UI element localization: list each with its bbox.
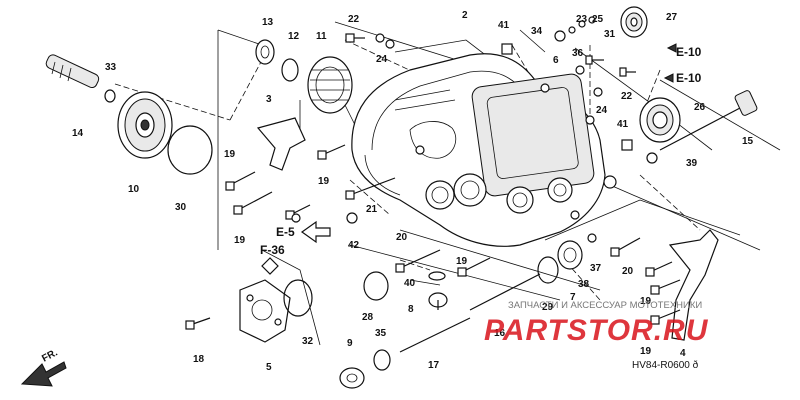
- part-label-27: 27: [666, 12, 678, 23]
- pulley-part-10: [117, 91, 173, 159]
- ref-label-f36: F-36: [260, 243, 285, 257]
- part-label-29: 29: [542, 302, 554, 313]
- front-direction-label: FR.: [40, 347, 60, 364]
- dipstick-part-15: [659, 90, 758, 151]
- part-label-7: 7: [570, 292, 576, 303]
- o-ring-part-32: [283, 279, 313, 317]
- part-labels: 2 3 4 5 6 7 8 9 10 11 12 13 14 15 16 17 …: [72, 10, 754, 373]
- ring-part-33: [104, 89, 116, 103]
- part-label-8: 8: [408, 304, 414, 315]
- plug-part-9: [339, 367, 365, 389]
- part-label-31: 31: [604, 29, 616, 40]
- part-label-41a: 41: [498, 20, 510, 31]
- part-label-19a: 19: [224, 149, 236, 160]
- part-label-36: 36: [572, 48, 584, 59]
- part-label-14: 14: [72, 128, 84, 139]
- bracket-part-3: [256, 117, 306, 171]
- bolt-part-16: [469, 273, 541, 311]
- part-label-26: 26: [694, 102, 706, 113]
- part-label-13: 13: [262, 17, 274, 28]
- shaft-part-14: [45, 54, 100, 89]
- part-label-38: 38: [578, 279, 590, 290]
- part-label-17: 17: [428, 360, 440, 371]
- part-label-2: 2: [462, 10, 468, 21]
- ref-label-e10-2: E-10: [676, 71, 702, 85]
- part-label-16: 16: [494, 328, 506, 339]
- ring-part-12: [281, 58, 299, 82]
- filter-part-11: [307, 56, 353, 114]
- ring-part-29: [537, 256, 559, 284]
- f36-marker: [261, 257, 279, 275]
- part-label-33: 33: [105, 62, 117, 73]
- e5-arrow-icon: [300, 220, 331, 244]
- bolt-group: [185, 33, 681, 330]
- watermark-logo: PARTSTOR.RU: [484, 314, 709, 347]
- part-label-11: 11: [316, 31, 327, 42]
- part-label-12: 12: [288, 31, 300, 42]
- part-label-35: 35: [375, 328, 387, 339]
- part-label-9: 9: [347, 338, 353, 349]
- washer-group: [291, 16, 658, 281]
- seal-part-28: [363, 271, 389, 301]
- bolt-part-8: [428, 292, 448, 310]
- part-label-30: 30: [175, 202, 187, 213]
- part-label-24b: 24: [596, 105, 608, 116]
- pump-part-5: [239, 279, 291, 343]
- part-label-18: 18: [193, 354, 205, 365]
- ring-part-35: [373, 349, 391, 371]
- part-label-22a: 22: [348, 14, 360, 25]
- bearing-part-26: [639, 97, 681, 143]
- part-label-41b: 41: [617, 119, 629, 130]
- part-label-24a: 24: [376, 54, 388, 65]
- e10-arrow-icon-2: [663, 73, 674, 83]
- reference-labels: E-10 E-10 E-5 F-36 FR.: [40, 45, 701, 365]
- part-label-19b: 19: [234, 235, 246, 246]
- watermark-caption: ЗАПЧАСТИ И АКСЕССУАР МОТОТЕХНИКИ: [508, 300, 703, 311]
- o-ring-part-30: [167, 125, 213, 175]
- ref-label-e5: E-5: [276, 225, 295, 239]
- part-label-3: 3: [266, 94, 272, 105]
- part-label-19e: 19: [640, 296, 652, 307]
- part-label-4: 4: [680, 348, 686, 359]
- diagram-code: HV84-R0600 ð: [632, 360, 699, 371]
- part-label-40: 40: [404, 278, 416, 289]
- part-label-23: 23: [576, 14, 588, 25]
- bearing-part-27: [620, 6, 648, 38]
- part-label-28: 28: [362, 312, 374, 323]
- part-label-32: 32: [302, 336, 314, 347]
- fitting-part-7: [557, 240, 583, 270]
- part-label-25: 25: [592, 14, 604, 25]
- part-label-6: 6: [553, 55, 559, 66]
- part-label-19c: 19: [318, 176, 330, 187]
- bracket-part-4: [668, 229, 719, 341]
- e10-arrow-icon: [666, 43, 677, 53]
- part-label-42: 42: [348, 240, 360, 251]
- part-label-10: 10: [128, 184, 140, 195]
- front-direction-arrow: [20, 361, 67, 387]
- part-label-19f: 19: [640, 346, 652, 357]
- part-label-34: 34: [531, 26, 543, 37]
- seal-part-13: [255, 39, 275, 65]
- part-label-22b: 22: [621, 91, 633, 102]
- part-label-20b: 20: [622, 266, 634, 277]
- ref-label-e10: E-10: [676, 45, 702, 59]
- bolt-part-17: [399, 317, 471, 353]
- part-label-19d: 19: [456, 256, 468, 267]
- part-label-21: 21: [366, 204, 378, 215]
- part-label-37: 37: [590, 263, 602, 274]
- part-label-15: 15: [742, 136, 754, 147]
- part-label-20a: 20: [396, 232, 408, 243]
- main-housing: [351, 53, 617, 247]
- part-label-39: 39: [686, 158, 698, 169]
- part-label-5: 5: [266, 362, 272, 373]
